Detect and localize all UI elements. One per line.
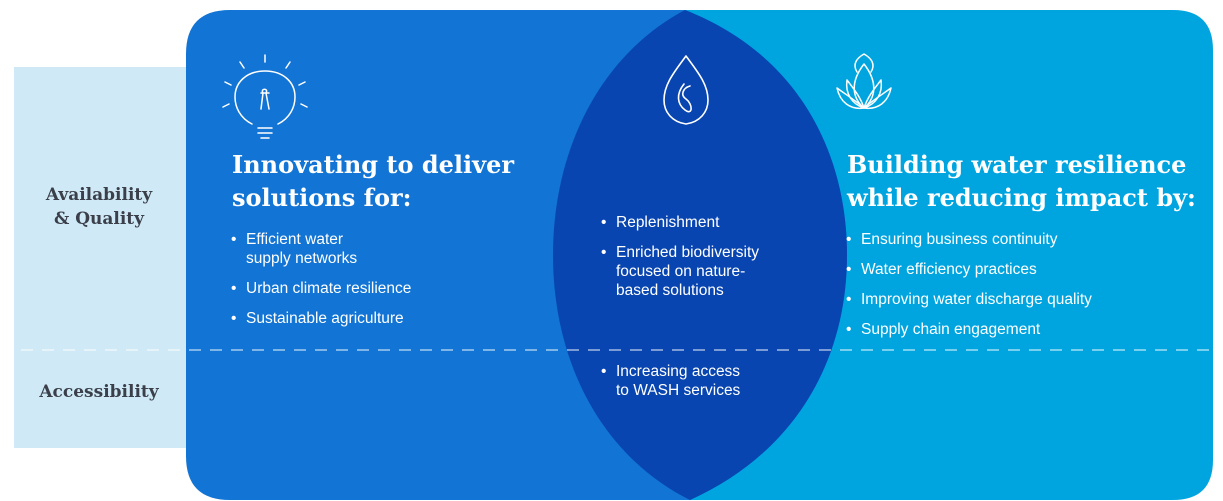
center-bottom-list: Increasing access to WASH services: [600, 362, 820, 411]
left-list: Efficient water supply networksUrban cli…: [230, 230, 560, 339]
bullet-item: Water efficiency practices: [845, 260, 1205, 279]
bullet-item: Urban climate resilience: [230, 279, 560, 298]
bullet-item: Improving water discharge quality: [845, 290, 1205, 309]
lotus-icon: [836, 53, 892, 110]
bullet-item: Supply chain engagement: [845, 320, 1205, 339]
center-top-list: ReplenishmentEnriched biodiversity focus…: [600, 213, 820, 311]
label-band: [14, 67, 190, 448]
bullet-item: Enriched biodiversity focused on nature-…: [600, 243, 820, 300]
right-heading: Building water resilience while reducing…: [847, 150, 1196, 212]
bullet-item: Ensuring business continuity: [845, 230, 1205, 249]
bullet-item: Increasing access to WASH services: [600, 362, 820, 400]
bullet-item: Replenishment: [600, 213, 820, 232]
right-list: Ensuring business continuityWater effici…: [845, 230, 1205, 350]
row-label-availability-quality-text: Availability & Quality: [45, 185, 153, 229]
water-drop-icon: [663, 55, 709, 125]
row-label-availability-quality: Availability & Quality: [14, 183, 184, 231]
row-label-accessibility-text: Accessibility: [39, 382, 159, 402]
bullet-item: Efficient water supply networks: [230, 230, 560, 268]
left-heading: Innovating to deliver solutions for:: [232, 150, 515, 212]
lightbulb-icon: [222, 54, 308, 139]
row-label-accessibility: Accessibility: [14, 380, 184, 404]
bullet-item: Sustainable agriculture: [230, 309, 560, 328]
